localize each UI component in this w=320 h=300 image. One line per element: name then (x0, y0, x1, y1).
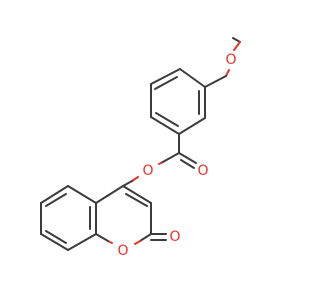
bond-o-c4 (131, 176, 139, 182)
ring-bond-inner (155, 112, 179, 127)
ring-bond-inner (45, 193, 67, 207)
atom-o-methoxy: O (225, 52, 236, 68)
ring-bond (139, 233, 152, 242)
atom-o-lactone: O (169, 229, 180, 245)
pyranone-ring (95, 185, 152, 245)
bond-methoxy-o (233, 41, 241, 51)
ring-bond (67, 185, 97, 204)
atom-o-carbonyl: O (197, 163, 208, 179)
ring-bond (178, 117, 206, 135)
atom-o-ring: O (117, 243, 128, 259)
ring-bond (134, 240, 141, 245)
ring-bond (95, 233, 109, 242)
benzene-ring (150, 68, 206, 135)
ring-bond (150, 116, 180, 135)
ring-bond (179, 68, 206, 88)
ring-bond-inner (154, 76, 178, 90)
atom-o-ester: O (142, 163, 153, 179)
bond-c-o-double (178, 152, 197, 164)
bond-o-c4 (122, 180, 133, 187)
ring-bond (40, 185, 69, 204)
fused-benzene-ring (40, 185, 97, 251)
ring-bond (67, 233, 97, 251)
bond-o-ring-c (204, 75, 227, 88)
bond-methyl (232, 37, 241, 43)
ring-bond (122, 185, 152, 204)
ring-bond (95, 185, 124, 204)
molecule-canvas: O O O O O (40, 37, 241, 259)
ring-bond-inner (125, 193, 148, 207)
bond-c-o-ester (158, 162, 162, 165)
bond-c-o-double (180, 159, 195, 169)
ring-bond (40, 233, 69, 251)
bond-o-ring (225, 69, 230, 77)
bond-c-o-ester (160, 152, 180, 164)
ring-bond (150, 68, 181, 85)
structure-drawing: O O O O O (40, 37, 241, 259)
ring-bond-inner (45, 230, 67, 244)
